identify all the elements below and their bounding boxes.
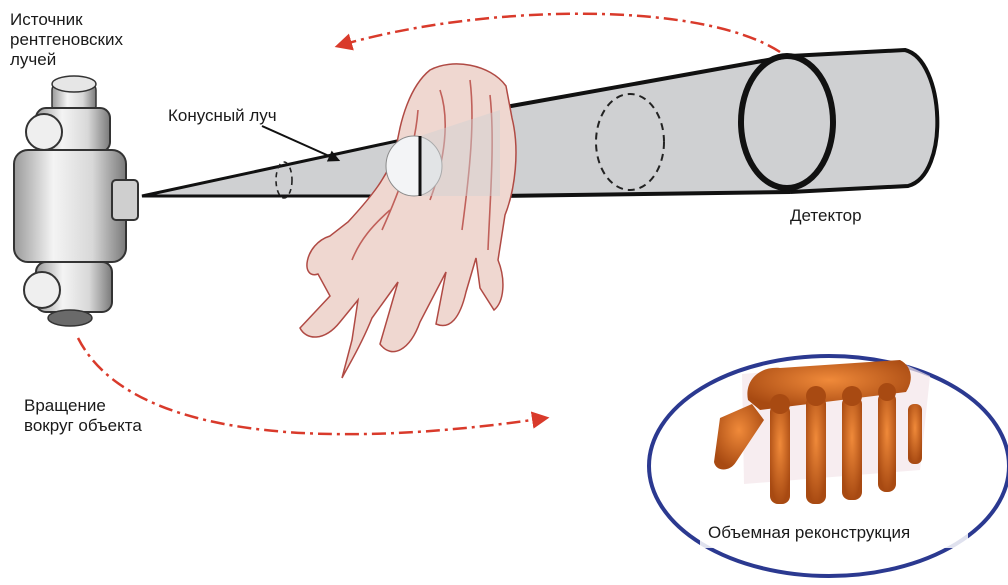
hand-illustration <box>300 64 516 378</box>
cone-beam-label: Конусный луч <box>168 106 277 126</box>
rotation-label-line2: вокруг объекта <box>24 416 142 436</box>
rotation-arrow-top <box>338 14 780 52</box>
rotation-label: Вращение вокруг объекта <box>24 396 142 436</box>
detector-label: Детектор <box>790 206 862 226</box>
xray-tube-icon <box>14 76 138 326</box>
source-label-line3: лучей <box>10 50 123 70</box>
source-label-line1: Источник <box>10 10 123 30</box>
source-label-line2: рентгеновских <box>10 30 123 50</box>
reconstruction-view <box>649 356 1008 576</box>
rotation-arrow-bottom <box>78 338 546 434</box>
reconstruction-label: Объемная реконструкция <box>708 523 910 543</box>
rotation-label-line1: Вращение <box>24 396 142 416</box>
cone-label-pointer <box>262 126 338 160</box>
xray-source-label: Источник рентгеновских лучей <box>10 10 123 70</box>
